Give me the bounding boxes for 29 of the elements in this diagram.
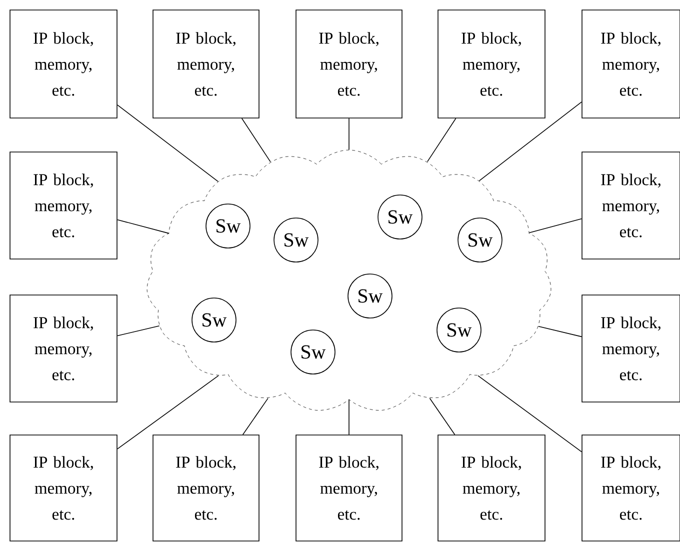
- connector-line: [528, 218, 582, 234]
- connector-line: [348, 118, 350, 150]
- connector-line: [429, 398, 456, 435]
- ip-block-box: IP block, memory, etc.: [152, 434, 260, 542]
- ip-block-box: IP block, memory, etc.: [438, 10, 546, 118]
- ip-block-box: IP block, memory, etc.: [582, 434, 680, 542]
- ip-block-box: IP block, memory, etc.: [296, 434, 402, 542]
- connector-line: [538, 326, 582, 338]
- connector-line: [478, 375, 582, 452]
- ip-block-box: IP block, memory, etc.: [152, 10, 260, 118]
- connector-line: [242, 398, 268, 435]
- connector-line: [426, 118, 456, 162]
- cloud-shape: [146, 150, 552, 411]
- connector-line: [478, 102, 582, 182]
- ip-block-box: IP block, memory, etc.: [582, 10, 680, 118]
- connector-line: [117, 325, 160, 336]
- ip-block-box: IP block, memory, etc.: [10, 10, 118, 118]
- ip-block-box: IP block, memory, etc.: [296, 10, 402, 118]
- connector-line: [241, 118, 271, 162]
- connector-line: [117, 375, 219, 450]
- ip-block-box: IP block, memory, etc.: [582, 294, 680, 402]
- ip-block-box: IP block, memory, etc.: [10, 434, 118, 542]
- connector-line: [117, 219, 170, 234]
- ip-block-box: IP block, memory, etc.: [10, 152, 118, 260]
- connector-line: [348, 399, 350, 435]
- ip-block-box: IP block, memory, etc.: [10, 294, 118, 402]
- connector-line: [117, 104, 218, 182]
- ip-block-box: IP block, memory, etc.: [438, 434, 546, 542]
- ip-block-box: IP block, memory, etc.: [582, 152, 680, 260]
